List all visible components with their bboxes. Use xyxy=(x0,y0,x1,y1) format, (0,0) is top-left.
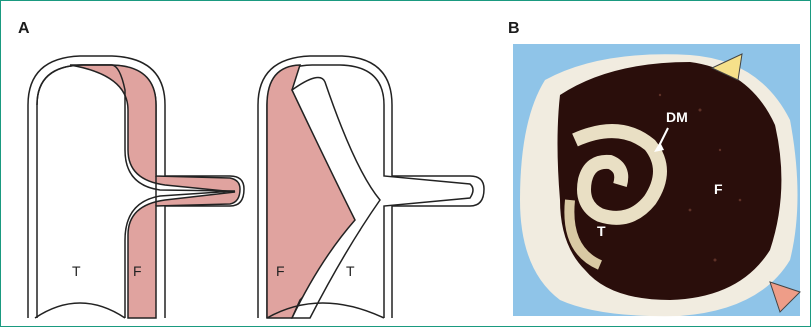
annotation-t: T xyxy=(597,223,606,239)
annotation-f: F xyxy=(714,181,723,197)
annotation-dm: DM xyxy=(666,109,688,125)
